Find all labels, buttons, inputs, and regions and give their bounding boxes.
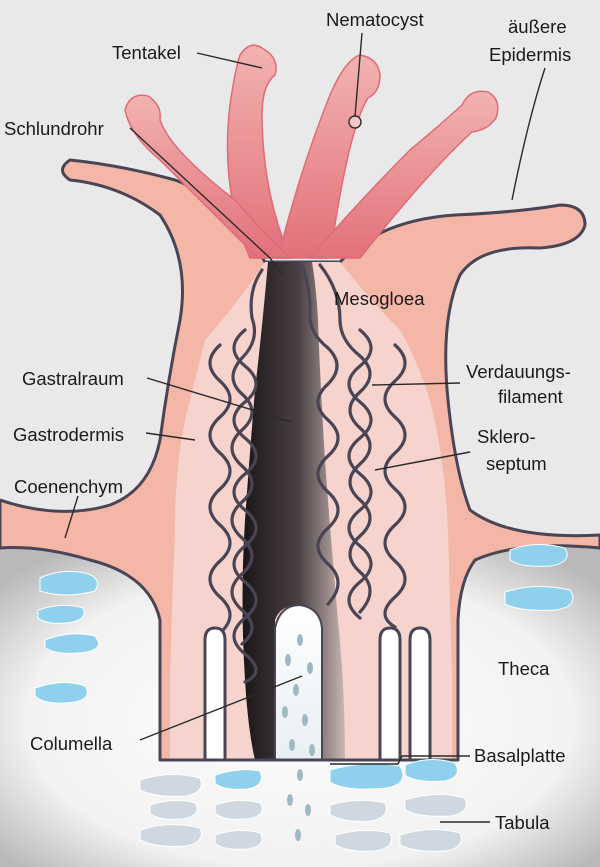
columella: [274, 603, 323, 761]
columella-pores: [282, 634, 315, 841]
label-nematocyst: Nematocyst: [326, 9, 424, 30]
tabulae: [34, 544, 574, 852]
label-schlundrohr: Schlundrohr: [4, 118, 104, 139]
label-epidermis: Epidermis: [489, 44, 571, 65]
label-tentakel: Tentakel: [112, 42, 181, 63]
label-theca: Theca: [498, 658, 550, 679]
label-filament: filament: [498, 386, 563, 407]
sclerosepta: [203, 626, 432, 760]
label-tabula: Tabula: [495, 812, 550, 833]
label-gastrodermis: Gastrodermis: [13, 424, 124, 445]
label-verdauungs: Verdauungs-: [466, 361, 571, 382]
label-coenenchym: Coenenchym: [14, 476, 123, 497]
nematocyst-marker: [348, 115, 362, 129]
label-mesogloea: Mesogloea: [334, 288, 425, 309]
leader-lines: [64, 32, 546, 823]
label-sklero: Sklero-: [477, 426, 536, 447]
label-aeussere: äußere: [508, 16, 567, 37]
mesenterial-filaments: [208, 260, 407, 684]
label-columella: Columella: [30, 733, 113, 754]
label-basalplatte: Basalplatte: [474, 745, 566, 766]
gastral-cavity: [242, 262, 345, 760]
tentacles: [124, 44, 499, 259]
label-gastralraum: Gastralraum: [22, 368, 124, 389]
label-septum: septum: [486, 453, 547, 474]
